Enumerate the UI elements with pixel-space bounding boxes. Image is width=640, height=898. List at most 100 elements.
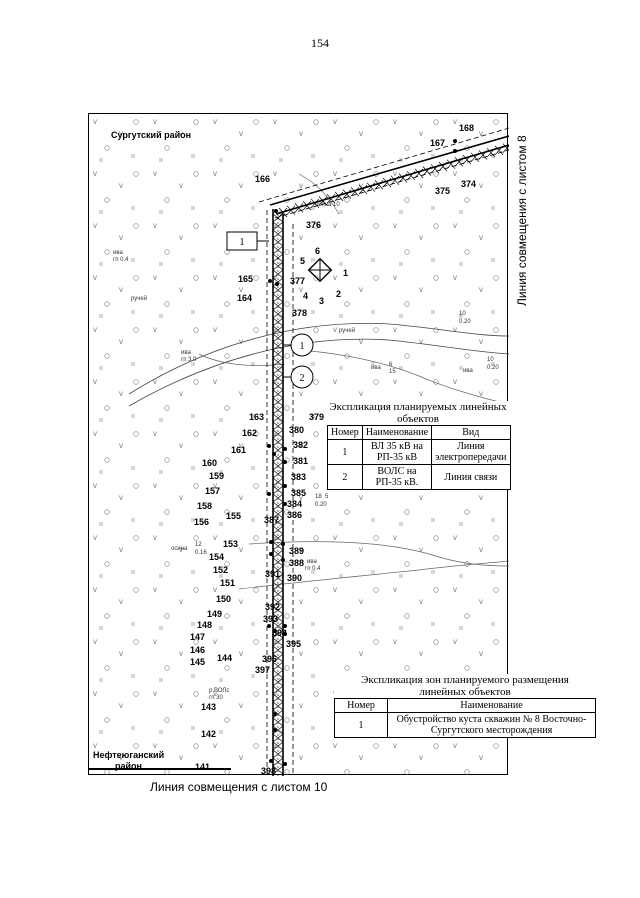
forest-note-v: ива — [307, 559, 317, 565]
point-label-375: 375 — [435, 186, 450, 196]
forest-note-p: 18 — [315, 494, 322, 500]
point-label-162: 162 — [242, 428, 257, 438]
forest-note-w: гп 0.4 — [305, 566, 321, 572]
zones-title-line-1: Экспликация зон планируемого размещения — [334, 674, 596, 686]
point-label-384: 384 — [287, 499, 302, 509]
pad-label-1: 1 — [343, 268, 348, 278]
point-label-398: 398 — [261, 766, 276, 776]
point-label-150: 150 — [216, 594, 231, 604]
contour-1 — [298, 349, 509, 405]
point-label-147: 147 — [190, 632, 205, 642]
point-label-167: 167 — [430, 138, 445, 148]
linear-objects-legend: Экспликация планируемых линейных объекто… — [327, 401, 511, 490]
forest-note-i: 6 — [389, 362, 393, 368]
point-label-380: 380 — [289, 425, 304, 435]
point-label-376: 376 — [306, 220, 321, 230]
point-label-166: 166 — [255, 174, 270, 184]
forest-note-u: 0.16 — [195, 550, 207, 556]
line-label-1: 1 — [226, 231, 269, 251]
stream-line-1 — [128, 323, 509, 395]
cell-type-line-1: Линия — [457, 441, 485, 452]
cell-type: Линия связи — [431, 464, 511, 490]
forest-note-m: 0.20 — [487, 365, 499, 371]
point-label-158: 158 — [197, 501, 212, 511]
power-line-1 — [269, 135, 509, 776]
contour-3 — [238, 560, 509, 590]
point-label-146: 146 — [190, 645, 205, 655]
linear-objects-title: Экспликация планируемых линейных объекто… — [327, 401, 509, 425]
point-label-391: 391 — [265, 569, 280, 579]
pad-label-2: 2 — [336, 289, 341, 299]
circle-label-2: 2 — [283, 365, 314, 389]
point-label-385: 385 — [291, 488, 306, 498]
circle-label-2-text: 2 — [300, 373, 305, 384]
forest-note-e: гп 3.0 — [181, 357, 197, 363]
forest-note-g: 0.20 — [459, 319, 471, 325]
zones-table: Номер Наименование 1 Обустройство куста … — [334, 698, 596, 738]
point-label-378: 378 — [292, 308, 307, 318]
point-label-149: 149 — [207, 609, 222, 619]
zone-boundary — [258, 127, 509, 776]
point-label-143: 143 — [201, 702, 216, 712]
well-pad — [307, 257, 333, 283]
point-label-393: 393 — [263, 614, 278, 624]
match-line-right-text: Линия совмещения с листом 8 — [515, 135, 529, 306]
page-number: 154 — [311, 36, 329, 50]
point-label-160: 160 — [202, 458, 217, 468]
point-label-377: 377 — [290, 276, 305, 286]
point-label-395: 395 — [286, 639, 301, 649]
point-label-392: 392 — [265, 602, 280, 612]
cell-name: ВОЛС на РП-35 кВ. — [361, 464, 433, 490]
point-label-386: 386 — [287, 510, 302, 520]
point-label-155: 155 — [226, 511, 241, 521]
cell-number: 2 — [327, 464, 363, 490]
point-label-151: 151 — [220, 578, 235, 588]
forest-note-d: ива — [181, 350, 191, 356]
forest-note-t: 12 — [195, 542, 202, 548]
point-label-159: 159 — [209, 471, 224, 481]
point-label-164: 164 — [237, 293, 252, 303]
point-label-152: 152 — [213, 565, 228, 575]
point-label-145: 145 — [190, 657, 205, 667]
point-label-397: 397 — [255, 665, 270, 675]
header-number: Номер — [327, 425, 363, 440]
point-label-154: 154 — [209, 552, 224, 562]
cell-name-line-2: Сургутского месторождения — [430, 725, 553, 736]
forest-note-x: р.ВОЛс — [209, 688, 229, 694]
point-label-381: 381 — [293, 456, 308, 466]
forest-note-j: 15 — [389, 369, 396, 375]
cell-number: 1 — [334, 712, 388, 738]
cell-name-line-1: Обустройство куста скважин № 8 Восточно- — [396, 714, 587, 725]
cell-name: ВЛ 35 кВ на РП-35 кВ — [361, 439, 433, 465]
match-line-right: Линия совмещения с листом 8 — [505, 110, 545, 310]
forest-note-r: 0.20 — [315, 502, 327, 508]
zones-legend: Экспликация зон планируемого размещения … — [334, 674, 596, 738]
district-label-nefteyugansk-2: район — [115, 761, 142, 771]
table-header-row: Номер Наименование Вид — [327, 425, 511, 440]
district-label-nefteyugansk-1: Нефтеюганский — [93, 750, 164, 760]
point-label-141: 141 — [195, 762, 210, 772]
forest-note-q: 5 — [325, 494, 329, 500]
point-label-156: 156 — [194, 517, 209, 527]
header-name: Наименование — [361, 425, 433, 440]
district-label-surgut: Сургутский район — [111, 130, 191, 140]
cell-type: Линия электропередачи — [431, 439, 511, 465]
forest-note-c: гп 0.4 — [113, 257, 129, 263]
cell-name: Обустройство куста скважин № 8 Восточно-… — [387, 712, 596, 738]
circle-label-1: 1 — [283, 333, 314, 357]
point-label-153: 153 — [223, 539, 238, 549]
point-label-379: 379 — [309, 412, 324, 422]
point-label-388: 388 — [289, 558, 304, 568]
forest-note-f: 10 — [459, 311, 466, 317]
forest-note-l: 10 — [487, 357, 494, 363]
circle-label-1-text: 1 — [300, 341, 305, 352]
cell-type-line-2: электропередачи — [435, 452, 507, 463]
point-label-163: 163 — [249, 412, 264, 422]
forest-note-o: ручей — [131, 295, 147, 302]
power-line-hatch-segment — [272, 143, 509, 775]
point-label-142: 142 — [201, 729, 216, 739]
point-label-374: 374 — [461, 179, 476, 189]
table-row: 1 Обустройство куста скважин № 8 Восточн… — [334, 712, 596, 738]
forest-note-n: ручей — [339, 327, 355, 334]
table-row: 1 ВЛ 35 кВ на РП-35 кВ Линия электропере… — [327, 439, 511, 465]
